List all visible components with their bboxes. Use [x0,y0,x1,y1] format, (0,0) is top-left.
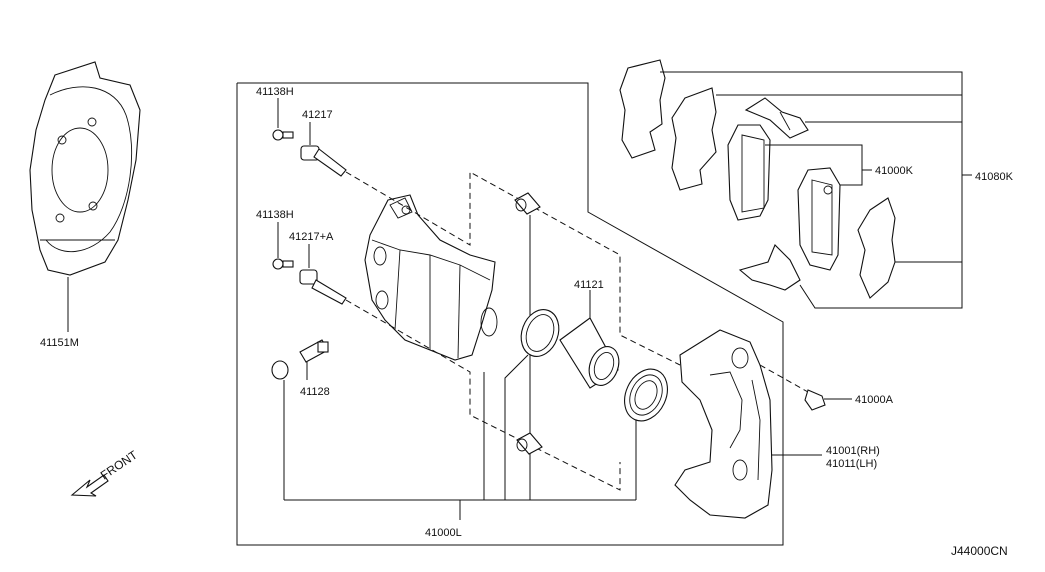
brake-pad-inner [797,167,841,271]
label-caliper-rh: 41001(RH) [826,445,880,457]
front-label: FRONT [98,447,141,482]
piston-seal [504,309,560,500]
label-caliper-lh: 41011(LH) [826,458,877,470]
dust-shield [29,61,141,332]
bolt-41138h-top [272,98,294,141]
front-arrow-icon [70,474,109,497]
bleeder-screw [299,339,329,380]
piston-boot [624,368,668,500]
pad-clip [744,97,809,139]
inner-shim [857,197,896,299]
bolt-41000a [759,364,852,411]
outer-shim-2 [671,87,717,191]
label-bleeder: 41128 [300,386,330,398]
caliper-body [364,194,498,361]
bolt-41138h-mid [272,222,294,270]
label-pad-kit: 41000K [875,165,914,177]
label-bolt-a: 41000A [855,394,894,406]
diagram-code: J44000CN [951,544,1008,558]
label-bolt-top: 41138H [256,86,294,98]
label-piston: 41121 [574,279,604,291]
label-shield: 41151M [40,337,79,349]
piston [559,290,620,389]
guide-pin-41217a [299,244,347,305]
brake-pad-outer [727,124,771,221]
label-hardware-kit: 41080K [975,171,1014,183]
label-pin-top: 41217 [302,109,333,121]
guide-pin-41217 [300,122,347,177]
label-pin-mid: 41217+A [289,231,334,243]
label-bolt-mid: 41138H [256,209,294,221]
sleeve-boot-bottom [516,432,543,455]
label-caliper-assy: 41000L [425,527,462,539]
caliper-bracket [674,329,822,519]
kit-leader-lines [660,71,972,309]
caliper-assembly-box [236,82,784,546]
bleeder-cap [271,360,289,500]
outer-shim-1 [619,59,666,159]
pad-clip-lower [738,244,801,291]
